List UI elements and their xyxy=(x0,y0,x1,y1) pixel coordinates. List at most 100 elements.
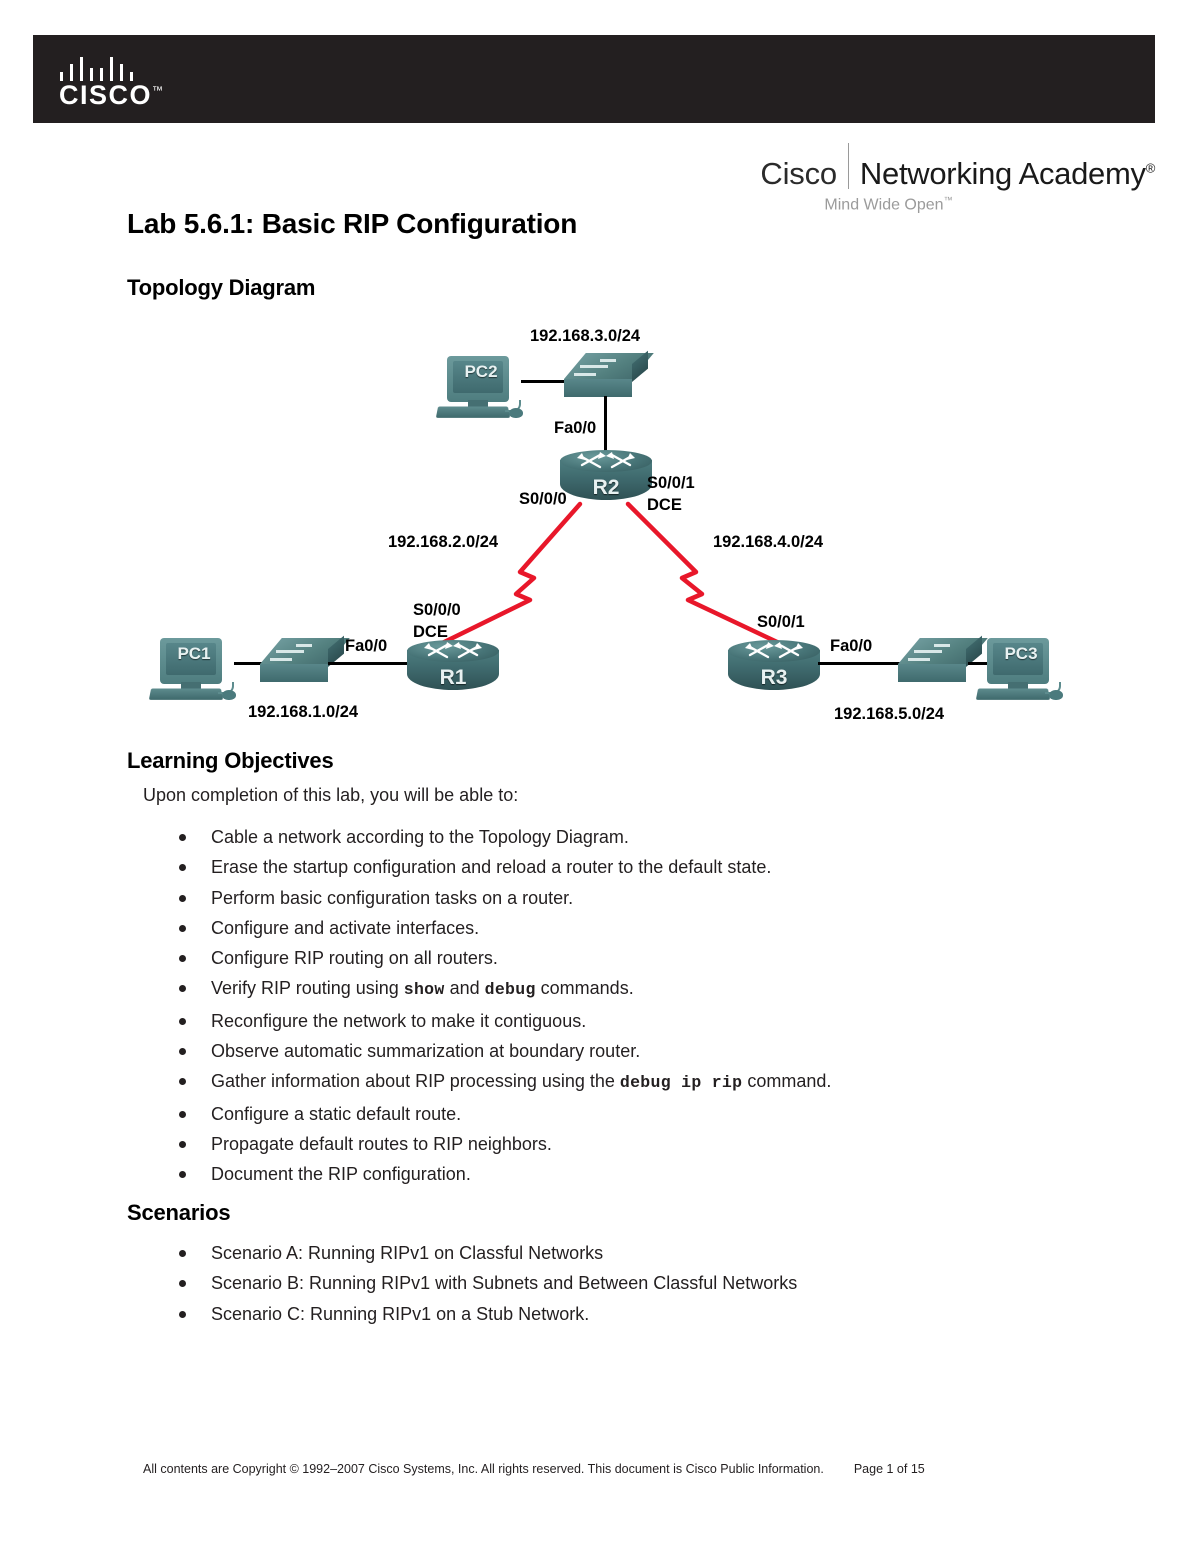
scenario-text: Scenario A: Running RIPv1 on Classful Ne… xyxy=(211,1243,604,1263)
device-switch2 xyxy=(564,350,654,404)
bullet-icon xyxy=(179,1250,186,1257)
objective-text: Perform basic configuration tasks on a r… xyxy=(211,887,574,908)
learning-objectives-list: Cable a network according to the Topolog… xyxy=(176,822,831,1190)
r2-label: R2 xyxy=(592,476,620,499)
scenarios-list: Scenario A: Running RIPv1 on Classful Ne… xyxy=(176,1238,797,1329)
device-switch1 xyxy=(260,635,350,689)
serial-link-r2-r3 xyxy=(618,498,848,658)
command-debug-ip-rip: debug ip rip xyxy=(619,1073,743,1093)
list-item: Configure RIP routing on all routers. xyxy=(176,943,831,973)
academy-cisco-text: Cisco xyxy=(760,156,837,191)
r1-label: R1 xyxy=(439,666,467,689)
list-item: Configure and activate interfaces. xyxy=(176,913,831,943)
page-title: Lab 5.6.1: Basic RIP Configuration xyxy=(127,208,578,239)
objective-text-post: command. xyxy=(742,1071,832,1092)
link-r3-sw3 xyxy=(818,662,902,665)
footer-page-number: Page 1 of 15 xyxy=(853,1462,925,1476)
academy-tagline: Mind Wide Open™ xyxy=(824,196,1155,213)
network-label-192-168-5-0: 192.168.5.0/24 xyxy=(834,705,945,723)
interface-label-r1-s000-dce: DCE xyxy=(413,623,448,641)
link-sw1-r1 xyxy=(328,662,411,665)
academy-tagline-tm: ™ xyxy=(943,195,953,205)
academy-logo-row: Cisco Networking Academy® xyxy=(760,142,1155,189)
objective-text: Observe automatic summarization at bound… xyxy=(211,1041,641,1062)
pc3-label: PC3 xyxy=(1004,644,1038,663)
link-pc2-sw2 xyxy=(521,380,572,383)
interface-label-r1-fa00: Fa0/0 xyxy=(345,637,388,655)
list-item: Scenario A: Running RIPv1 on Classful Ne… xyxy=(176,1238,797,1268)
objective-text: Configure and activate interfaces. xyxy=(211,917,480,938)
network-label-192-168-2-0: 192.168.2.0/24 xyxy=(388,533,499,551)
cisco-banner: CISCO™ xyxy=(33,35,1155,123)
scenario-text: Scenario C: Running RIPv1 on a Stub Netw… xyxy=(211,1303,590,1324)
router-arrows-icon xyxy=(421,641,485,663)
academy-tagline-text: Mind Wide Open xyxy=(824,196,944,214)
bullet-icon xyxy=(179,1048,186,1056)
device-pc1: PC1 xyxy=(148,638,240,706)
cisco-wordmark-text: CISCO xyxy=(59,80,153,110)
objective-text: Erase the startup configuration and relo… xyxy=(211,857,772,878)
academy-divider xyxy=(847,143,849,189)
link-pc1-sw1 xyxy=(234,662,268,665)
network-label-192-168-3-0: 192.168.3.0/24 xyxy=(530,327,641,345)
router-arrows-icon xyxy=(574,451,638,473)
heading-learning-objectives: Learning Objectives xyxy=(127,748,334,773)
list-item: Gather information about RIP processing … xyxy=(176,1066,831,1098)
cisco-trademark: ™ xyxy=(152,85,164,97)
page-footer: All contents are Copyright © 1992–2007 C… xyxy=(143,1462,1043,1476)
cisco-wordmark: CISCO™ xyxy=(59,82,163,109)
bullet-icon xyxy=(179,864,186,872)
list-item: Erase the startup configuration and relo… xyxy=(176,852,831,882)
topology-diagram: 192.168.3.0/24 PC2 Fa0/0 xyxy=(130,320,1090,730)
list-item: Scenario B: Running RIPv1 with Subnets a… xyxy=(176,1268,797,1298)
device-router-r1: R1 xyxy=(407,640,499,696)
objective-text: Propagate default routes to RIP neighbor… xyxy=(211,1133,552,1154)
academy-registered-mark: ® xyxy=(1145,160,1156,176)
bullet-icon xyxy=(179,1078,186,1086)
device-router-r3: R3 xyxy=(728,640,820,696)
list-item: Observe automatic summarization at bound… xyxy=(176,1036,831,1066)
device-router-r2: R2 xyxy=(560,450,652,506)
command-show: show xyxy=(403,980,445,1000)
objective-text-mid: and xyxy=(444,978,485,999)
list-item: Perform basic configuration tasks on a r… xyxy=(176,883,831,913)
footer-copyright: All contents are Copyright © 1992–2007 C… xyxy=(143,1462,824,1476)
heading-scenarios: Scenarios xyxy=(127,1200,231,1225)
bullet-icon xyxy=(179,1310,186,1318)
academy-name-label: Networking Academy xyxy=(859,156,1146,191)
bullet-icon xyxy=(179,924,186,932)
networking-academy-logo: Cisco Networking Academy® Mind Wide Open… xyxy=(760,142,1155,213)
objectives-intro: Upon completion of this lab, you will be… xyxy=(143,785,519,805)
objective-text-pre: Gather information about RIP processing … xyxy=(211,1071,620,1092)
r3-label: R3 xyxy=(760,666,788,689)
bullet-icon xyxy=(179,955,186,963)
network-label-192-168-1-0: 192.168.1.0/24 xyxy=(248,703,359,721)
objective-text-pre: Verify RIP routing using xyxy=(211,978,404,999)
objective-text: Cable a network according to the Topolog… xyxy=(211,827,629,847)
serial-link-r1-r2 xyxy=(400,498,590,658)
bullet-icon xyxy=(179,1110,186,1118)
device-pc2: PC2 xyxy=(435,356,527,424)
interface-label-r3-fa00: Fa0/0 xyxy=(830,637,873,655)
academy-name-text: Networking Academy® xyxy=(860,158,1155,189)
network-label-192-168-4-0: 192.168.4.0/24 xyxy=(713,533,824,551)
objective-text: Reconfigure the network to make it conti… xyxy=(211,1010,587,1031)
cisco-bridge-icon xyxy=(60,57,152,81)
bullet-icon xyxy=(179,1140,186,1148)
interface-label-r1-s000: S0/0/0 xyxy=(413,601,461,619)
device-switch3 xyxy=(898,635,988,689)
pc2-label: PC2 xyxy=(464,362,498,381)
bullet-icon xyxy=(179,1017,186,1025)
list-item: Scenario C: Running RIPv1 on a Stub Netw… xyxy=(176,1299,797,1329)
list-item: Cable a network according to the Topolog… xyxy=(176,822,831,852)
cisco-logo: CISCO™ xyxy=(59,57,180,111)
bullet-icon xyxy=(179,1280,186,1288)
router-arrows-icon xyxy=(742,641,806,663)
list-item: Reconfigure the network to make it conti… xyxy=(176,1006,831,1036)
link-sw2-r2 xyxy=(604,396,607,454)
heading-topology-diagram: Topology Diagram xyxy=(127,275,316,300)
objective-text: Configure a static default route. xyxy=(211,1103,462,1124)
pc1-label: PC1 xyxy=(177,644,211,663)
objective-text: Document the RIP configuration. xyxy=(211,1164,471,1185)
bullet-icon xyxy=(179,985,186,993)
